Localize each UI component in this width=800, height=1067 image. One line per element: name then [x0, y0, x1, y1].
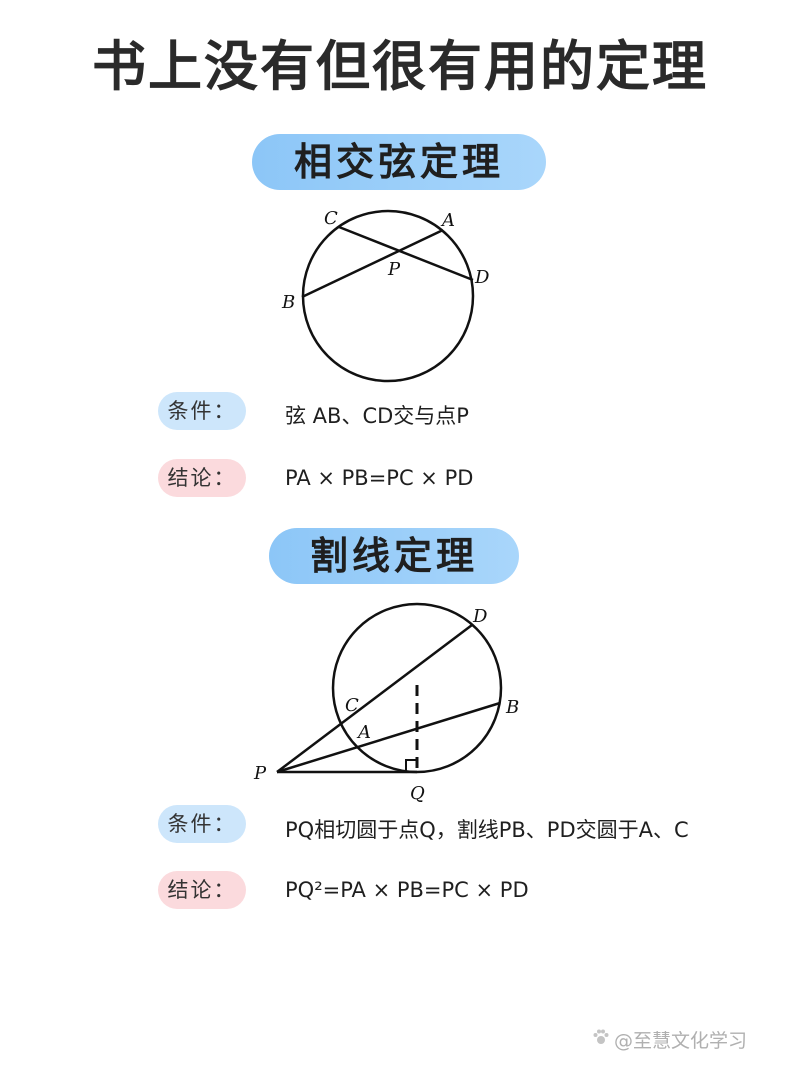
label-p2: P [253, 763, 267, 784]
conclusion-tag-1: 结论： [158, 459, 246, 497]
label-b2: B [505, 697, 519, 718]
condition-text-1: 弦 AB、CD交与点P [285, 404, 469, 428]
page-title: 书上没有但很有用的定理 [92, 35, 708, 98]
conclusion-tag-2: 结论： [158, 871, 246, 909]
conclusion-text-1: PA × PB=PC × PD [285, 466, 474, 490]
label-c: C [324, 208, 338, 229]
conclusion-text-2: PQ²=PA × PB=PC × PD [285, 878, 529, 902]
condition-tag-2: 条件： [158, 805, 246, 843]
secant-pd [276, 624, 473, 773]
chord-cd [338, 225, 474, 282]
label-a2: A [356, 722, 371, 743]
label-d: D [474, 267, 490, 288]
right-angle-mark [405, 759, 417, 772]
label-q2: Q [410, 783, 425, 804]
condition-text-2: PQ相切圆于点Q，割线PB、PD交圆于A、C [285, 818, 689, 842]
chord-circle [301, 209, 475, 383]
intersecting-chords-diagram: C A P D B [281, 208, 490, 383]
condition-tag-1: 条件： [158, 392, 246, 430]
label-c2: C [345, 695, 359, 716]
secant-diagram: D C B A P Q [253, 602, 519, 804]
label-p: P [387, 259, 401, 280]
label-a: A [440, 210, 455, 231]
label-d2: D [472, 606, 488, 627]
watermark-text: @至慧文化学习 [614, 1030, 748, 1052]
label-b: B [281, 292, 295, 313]
paw-logo-icon [593, 1029, 609, 1044]
section-heading-intersecting-chords: 相交弦定理 [252, 134, 546, 190]
secant-pb [276, 701, 501, 774]
section-heading-secant: 割线定理 [269, 528, 519, 584]
chord-ab [301, 228, 444, 299]
